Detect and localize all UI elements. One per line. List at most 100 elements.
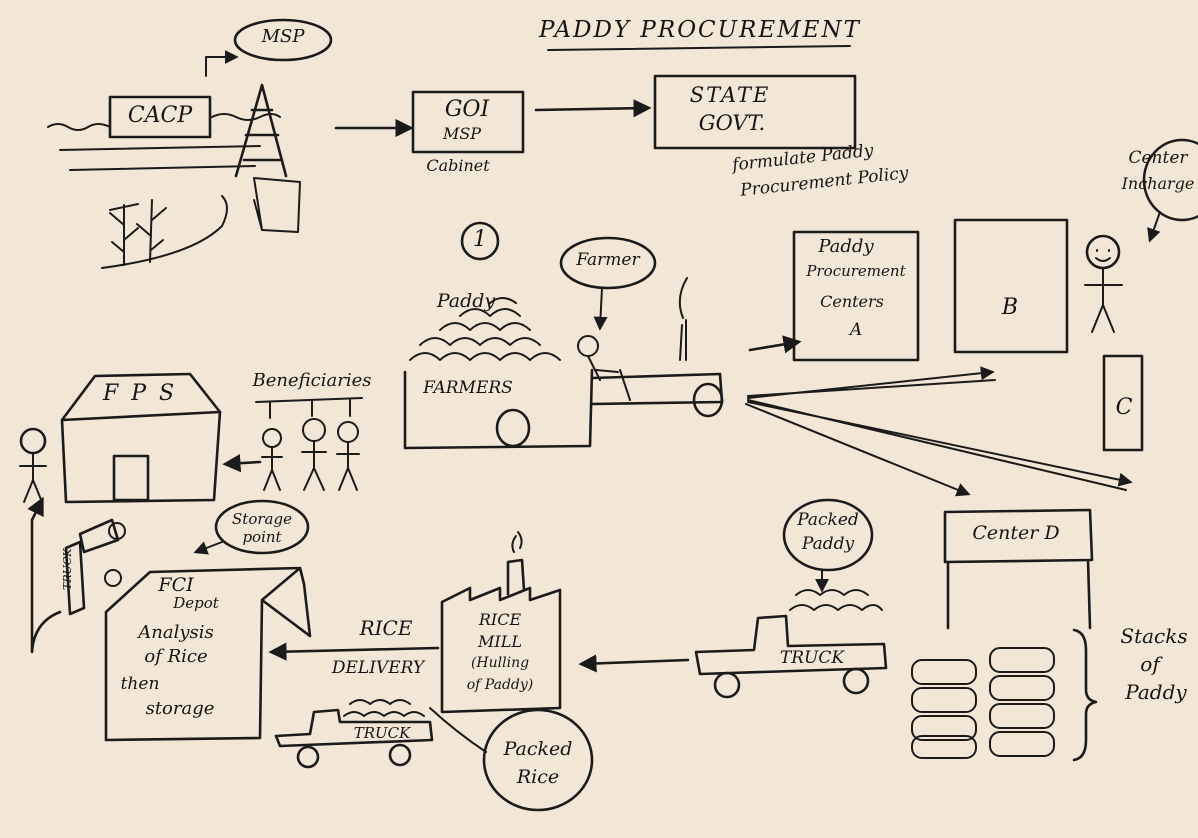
fps-door xyxy=(112,454,150,502)
rice-truck-load xyxy=(343,699,425,717)
cart-wheel xyxy=(495,408,531,448)
arrow-farmer-bubble xyxy=(593,287,608,331)
beneficiary-figures xyxy=(261,418,360,491)
arrow-to-msp xyxy=(205,50,239,77)
rice-mill-line4: of Paddy) xyxy=(466,677,534,693)
rice-mill-smoke xyxy=(511,531,523,553)
incharge-bubble-shape xyxy=(1142,138,1198,222)
river-lines xyxy=(59,145,261,171)
packed-rice-bubble-shape xyxy=(482,708,594,812)
incharge-head xyxy=(1085,234,1121,270)
center-d-label: Center D xyxy=(972,522,1060,544)
cart-front xyxy=(590,372,724,406)
packed-rice-line2: Rice xyxy=(516,766,560,788)
arrow-storage-point xyxy=(193,541,223,555)
arrow-to-center-b xyxy=(747,372,995,399)
step-number-circle xyxy=(460,221,500,261)
step-number: 1 xyxy=(473,227,487,252)
packed-paddy-line2: Paddy xyxy=(801,534,855,554)
paddy-truck-load xyxy=(789,589,883,611)
goi-label: GOI xyxy=(444,97,490,122)
tractor-wheel xyxy=(692,382,724,418)
packed-rice-pointer xyxy=(429,707,487,753)
fps-title: F P S xyxy=(102,381,178,406)
rice-truck-label: TRUCK xyxy=(353,724,411,742)
stacks-brace xyxy=(1072,628,1098,762)
river-wave-left xyxy=(47,123,111,131)
fci-truck-label: TRUCK xyxy=(61,548,74,590)
arrow-truck-to-mill xyxy=(578,654,690,673)
incharge-body xyxy=(1084,249,1123,333)
fci-truck-side xyxy=(64,518,120,616)
state-govt-box xyxy=(653,74,857,150)
fci-then-line1: then xyxy=(120,674,160,694)
paddy-truck-wheel-1 xyxy=(713,671,741,699)
goi-msp-label: MSP xyxy=(442,124,482,143)
center-d-shed xyxy=(943,508,1094,630)
farmer-bubble-label: Farmer xyxy=(576,250,640,270)
incharge-line1: Center xyxy=(1128,148,1188,168)
fps-building xyxy=(60,372,222,504)
state-label-line1: STATE xyxy=(689,83,771,107)
arrow-incharge xyxy=(1147,211,1161,243)
packed-rice-line1: Packed xyxy=(503,738,573,760)
arrow-to-center-a xyxy=(748,335,802,354)
packed-paddy-line1: Packed xyxy=(797,510,859,530)
center-a-line2: Procurement xyxy=(806,262,906,280)
center-c-label: C xyxy=(1115,395,1133,420)
state-label-line2: GOVT. xyxy=(698,111,766,135)
stacks-line2: of xyxy=(1140,652,1160,676)
rice-mill-line1: RICE xyxy=(478,610,522,629)
rice-mill-line2: MILL xyxy=(478,632,522,651)
cart-body xyxy=(403,368,594,450)
beneficiaries-bracket xyxy=(255,397,363,419)
paddy-truck-body xyxy=(694,614,888,676)
center-a-line3: Centers xyxy=(820,292,884,311)
paddy-plants xyxy=(109,199,167,266)
storage-point-line1: Storage xyxy=(232,510,292,528)
river-wave-right xyxy=(211,113,281,121)
arrow-mill-to-fci xyxy=(268,642,440,661)
tractor-driver-and-exhaust xyxy=(587,277,688,401)
fps-person-head xyxy=(19,427,47,455)
storage-point-bubble-shape xyxy=(214,499,310,555)
center-b-label: B xyxy=(1001,295,1019,320)
arrow-fci-to-fps xyxy=(27,496,62,654)
title-underline xyxy=(547,45,851,51)
cacp-box xyxy=(108,95,212,139)
cabinet-label: Cabinet xyxy=(426,156,490,175)
water-channel xyxy=(101,177,301,269)
storage-point-line2: point xyxy=(242,528,282,546)
packed-paddy-bubble-shape xyxy=(782,498,874,572)
fci-depot-building xyxy=(104,566,312,742)
paddy-truck-label: TRUCK xyxy=(779,648,845,668)
farmer-bubble-shape xyxy=(559,236,657,290)
fci-analysis-line1: Analysis xyxy=(138,622,214,643)
center-a-line4: A xyxy=(849,320,863,340)
rice-label: RICE xyxy=(359,616,413,640)
paddy-stacks xyxy=(911,647,1055,759)
fci-truck-wheel-2 xyxy=(104,569,122,587)
fci-title-line1: FCI xyxy=(158,574,194,596)
arrow-beneficiaries-fps xyxy=(222,454,262,473)
goi-box xyxy=(411,90,525,154)
center-a-box xyxy=(792,230,920,362)
arrow-to-center-c xyxy=(747,399,1130,490)
rice-truck-wheel-1 xyxy=(296,745,320,769)
dam-tower xyxy=(234,83,288,178)
center-b-box xyxy=(953,218,1069,354)
stacks-line1: Stacks xyxy=(1120,624,1188,648)
center-a-line1: Paddy xyxy=(818,236,874,257)
fci-title-line2: Depot xyxy=(173,594,219,612)
center-c-box xyxy=(1102,354,1144,452)
arrow-to-center-d xyxy=(745,403,971,497)
paddy-label: Paddy xyxy=(436,290,496,312)
rice-mill-chimney xyxy=(506,558,526,596)
farmer-head xyxy=(577,335,599,357)
stacks-line3: Paddy xyxy=(1125,680,1187,704)
cacp-label: CACP xyxy=(127,103,193,128)
rice-truck-body xyxy=(274,708,434,748)
rice-mill-line3: (Hulling xyxy=(470,655,530,671)
